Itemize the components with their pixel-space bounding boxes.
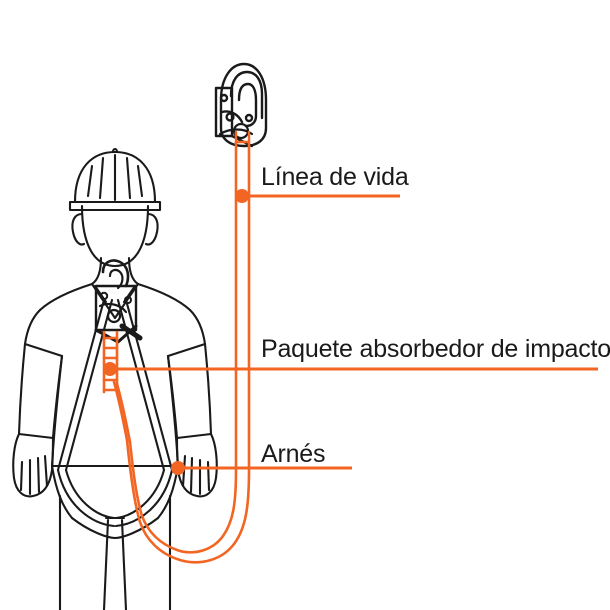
lifeline-lanyard — [112, 130, 251, 564]
hard-hat-icon — [68, 147, 162, 212]
callout-label-harness: Arnés — [261, 440, 326, 468]
chest-connector-icon — [94, 259, 143, 344]
callout-leader-harness — [171, 461, 352, 475]
hips-and-legs — [50, 464, 180, 610]
right-arm — [166, 342, 213, 440]
left-hand — [12, 432, 55, 498]
right-hand — [175, 432, 218, 498]
left-arm — [17, 342, 64, 440]
head — [71, 204, 159, 268]
worker-figure — [12, 147, 218, 610]
callout-leader-lifeline — [235, 189, 400, 203]
callout-leaders — [103, 189, 598, 475]
shock-absorber-pack — [102, 330, 119, 394]
callout-dot-shockpack — [103, 362, 117, 376]
snap-hook-icon — [214, 62, 268, 148]
callout-dot-lifeline — [235, 189, 249, 203]
callout-label-lifeline: Línea de vida — [261, 163, 409, 191]
neck-and-shoulders — [38, 256, 192, 312]
callout-dot-harness — [171, 461, 185, 475]
callout-leader-shockpack — [103, 362, 598, 376]
callout-label-shockpack: Paquete absorbedor de impacto — [261, 335, 610, 363]
